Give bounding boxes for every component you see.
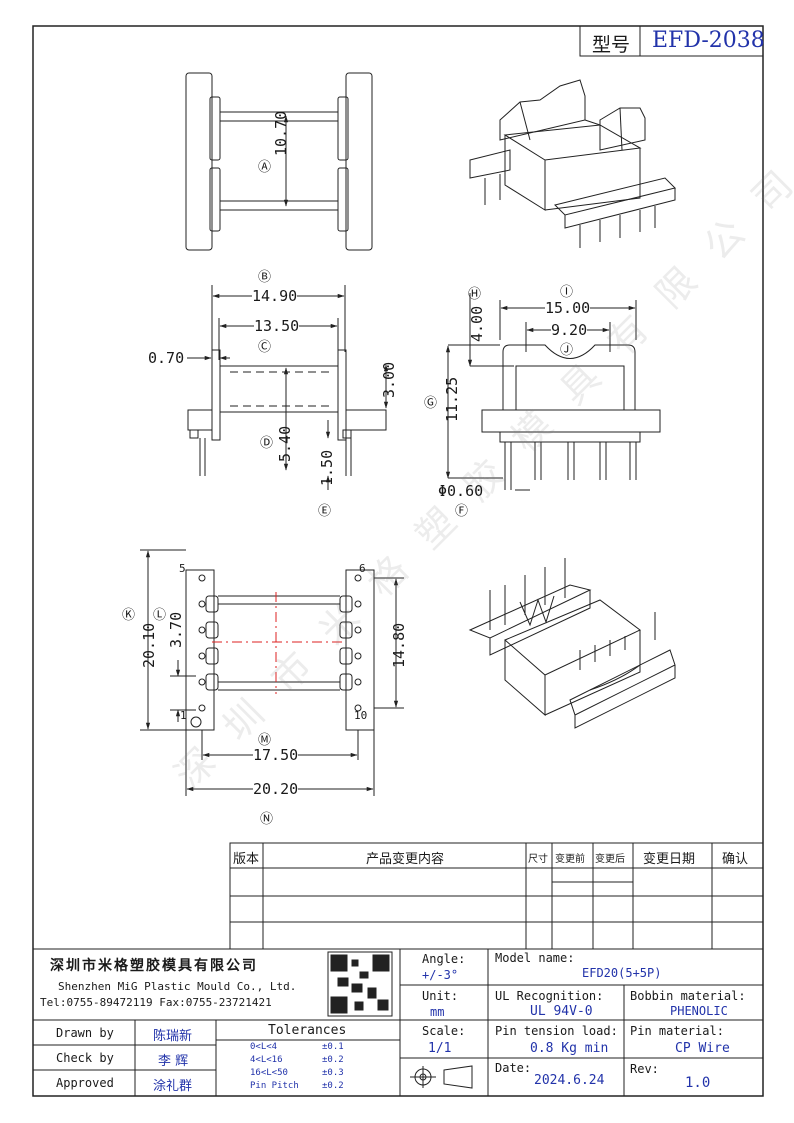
dim-height-300: 3.00 — [380, 361, 398, 398]
pin-label-1: 1 — [180, 709, 187, 722]
dim-height-1480: 14.80 — [390, 622, 408, 668]
dim-e-value: 1.50 — [318, 449, 336, 486]
angle-label: Angle: — [422, 952, 466, 966]
rev-col-date: 变更日期 — [643, 852, 696, 867]
tol-range-0: 0<L<4 — [250, 1042, 278, 1052]
rev-col-size: 尺寸 — [528, 854, 548, 865]
unit-value: mm — [430, 1005, 445, 1019]
dim-j-circle: Ⓙ — [560, 343, 574, 358]
tol-range-1: 4<L<16 — [250, 1055, 283, 1065]
pin-material-label: Pin material: — [630, 1024, 724, 1038]
dim-m-circle: Ⓜ — [258, 733, 272, 748]
scale-label: Scale: — [422, 1024, 466, 1038]
dim-n-circle: Ⓝ — [260, 812, 274, 827]
dim-k-value: 20.10 — [140, 622, 158, 668]
title-block — [32, 948, 764, 1097]
dim-n-value: 20.20 — [253, 780, 299, 798]
pin-label-6: 6 — [359, 562, 366, 575]
dim-b-value: 14.90 — [252, 287, 298, 305]
iso-view-top — [469, 79, 676, 248]
dim-f-value: Φ0.60 — [438, 482, 484, 500]
tolerances-title: Tolerances — [268, 1023, 347, 1038]
dim-h-value: 4.00 — [468, 305, 486, 342]
bobbin-material-label: Bobbin material: — [630, 989, 746, 1003]
dim-b-circle: Ⓑ — [258, 270, 272, 285]
dim-a-value: 10.70 — [272, 110, 290, 156]
dim-e-circle: Ⓔ — [318, 504, 332, 519]
rev-col-confirm: 确认 — [722, 852, 749, 867]
dim-d-value: 5.40 — [276, 425, 294, 462]
bottom-view — [140, 549, 404, 796]
pin-tension-value: 0.8 Kg min — [530, 1041, 609, 1056]
pin-tension-label: Pin tension load: — [495, 1024, 618, 1038]
dim-g-circle: Ⓖ — [424, 396, 438, 411]
company-name-en: Shenzhen MiG Plastic Mould Co., Ltd. — [58, 980, 297, 993]
approved-label: Approved — [56, 1076, 114, 1090]
bobbin-material-value: PHENOLIC — [670, 1004, 728, 1018]
dim-k-circle: Ⓚ — [122, 608, 136, 623]
pin-label-5: 5 — [179, 562, 186, 575]
model-box — [579, 25, 764, 57]
tol-range-3: Pin Pitch — [250, 1081, 299, 1091]
dim-h-circle: Ⓗ — [468, 287, 482, 302]
front-view — [187, 285, 389, 490]
tol-range-2: 16<L<50 — [250, 1068, 288, 1078]
dim-c-value: 13.50 — [254, 317, 300, 335]
dim-f-circle: Ⓕ — [455, 504, 469, 519]
check-by-value: 李 辉 — [158, 1054, 189, 1069]
dim-i-circle: Ⓘ — [560, 285, 574, 300]
model-name-value: EFD20(5+5P) — [582, 966, 662, 980]
model-label: 型号 — [592, 34, 631, 56]
tol-val-3: ±0.2 — [322, 1081, 344, 1091]
rev-col-before: 变更前 — [555, 854, 585, 865]
model-name-label: Model name: — [495, 951, 575, 965]
dim-j-value: 9.20 — [551, 321, 588, 339]
tol-val-1: ±0.2 — [322, 1055, 344, 1065]
pin-material-value: CP Wire — [675, 1041, 730, 1056]
company-contact: Tel:0755-89472119 Fax:0755-23721421 — [40, 996, 272, 1009]
dim-thickness-value: 0.70 — [148, 349, 185, 367]
rev-value: 1.0 — [685, 1075, 711, 1091]
dim-l-value: 3.70 — [167, 611, 185, 648]
rev-label: Rev: — [630, 1062, 659, 1076]
date-label: Date: — [495, 1061, 532, 1075]
scale-value: 1/1 — [428, 1041, 452, 1056]
dim-c-circle: Ⓒ — [258, 340, 272, 355]
company-name-cn: 深圳市米格塑胶模具有限公司 — [50, 958, 258, 974]
dim-m-value: 17.50 — [253, 746, 299, 764]
angle-value: +/-3° — [422, 968, 459, 982]
model-number: EFD-2038 — [652, 28, 765, 53]
ul-value: UL 94V-0 — [530, 1004, 593, 1019]
date-value: 2024.6.24 — [534, 1073, 605, 1088]
ul-label: UL Recognition: — [495, 989, 604, 1003]
rev-col-content: 产品变更内容 — [366, 852, 445, 867]
dim-a-circle: Ⓐ — [258, 160, 272, 175]
dim-i-value: 15.00 — [545, 299, 591, 317]
approved-value: 涂礼群 — [153, 1079, 193, 1094]
dim-d-circle: Ⓓ — [260, 436, 274, 451]
unit-label: Unit: — [422, 989, 459, 1003]
tol-val-0: ±0.1 — [322, 1042, 344, 1052]
top-view — [185, 72, 373, 251]
tol-val-2: ±0.3 — [322, 1068, 344, 1078]
pin-label-10: 10 — [354, 709, 368, 722]
check-by-label: Check by — [56, 1051, 114, 1065]
dim-l-circle: Ⓛ — [153, 608, 167, 623]
drawn-by-value: 陈瑞新 — [153, 1029, 193, 1044]
iso-view-bottom — [468, 558, 676, 729]
dim-g-value: 11.25 — [443, 376, 461, 422]
rev-col-version: 版本 — [233, 852, 260, 867]
drawn-by-label: Drawn by — [56, 1026, 114, 1040]
rev-col-after: 变更后 — [595, 854, 625, 865]
